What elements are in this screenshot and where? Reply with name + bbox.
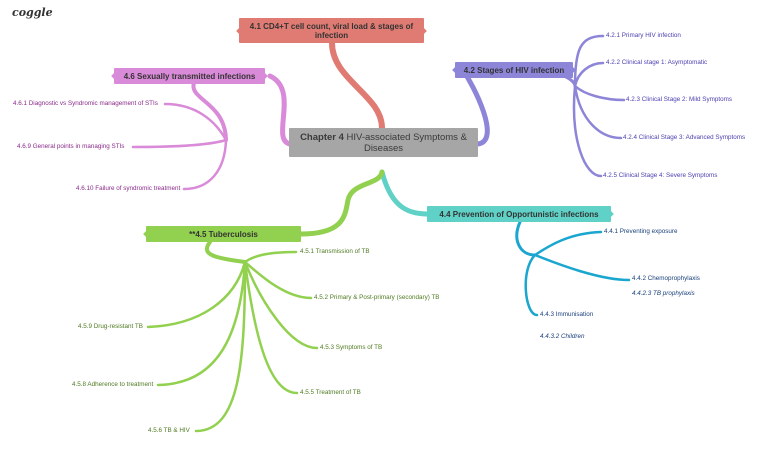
connector-4-5-6 [194,260,247,433]
branch-4-4-label: 4.4 Prevention of Opportunistic infectio… [439,209,599,219]
leaf-4-4-2-3[interactable]: 4.4.2.3 TB prophylaxis [632,290,695,297]
connector-4-5 [297,169,385,237]
central-title-bold: Chapter 4 [300,131,344,143]
branch-4-4[interactable]: 4.4 Prevention of Opportunistic infectio… [424,206,614,222]
central-title: Chapter 4 HIV-associated Symptoms & Dise… [289,132,478,154]
leaf-4-5-9[interactable]: 4.5.9 Drug-resistant TB [78,323,143,330]
connector-4-4-hub [515,220,537,257]
branch-4-5[interactable]: **4.5 Tuberculosis [143,226,304,242]
leaf-4-2-4[interactable]: 4.2.4 Clinical Stage 3: Advanced Symptom… [623,134,746,141]
leaf-4-4-3-2[interactable]: 4.4.3.2 Children [540,333,585,340]
connector-4-2-4 [573,84,623,140]
connector-4-5-hub [205,240,247,264]
connector-4-6-1 [163,102,228,142]
leaf-4-2-3[interactable]: 4.2.3 Clinical Stage 2: Mild Symptoms [626,96,733,103]
connector-4-6 [267,73,293,147]
central-title-rest: HIV-associated Symptoms & Diseases [343,131,467,154]
leaf-4-5-5[interactable]: 4.5.5 Treatment of TB [300,389,361,396]
branch-4-6-label: 4.6 Sexually transmitted infections [123,71,256,81]
connector-4-5-3 [243,260,319,350]
connector-4-6-hub [191,78,228,142]
connector-4-2-2 [573,61,605,88]
coggle-logo: coggle [12,6,53,19]
leaf-4-2-1[interactable]: 4.2.1 Primary HIV infection [606,32,681,39]
branch-4-5-label: **4.5 Tuberculosis [189,229,258,239]
connector-4-5-2 [243,260,313,300]
connector-4-4-2 [533,253,631,282]
branch-4-1[interactable]: 4.1 CD4+T cell count, viral load & stage… [236,18,427,43]
leaf-4-5-8[interactable]: 4.5.8 Adherence to treatment [72,381,154,388]
leaf-4-6-9[interactable]: 4.6.9 General points in managing STIs [17,143,125,150]
connector-4-2-1 [573,34,605,88]
central-node[interactable]: Chapter 4 HIV-associated Symptoms & Dise… [289,128,478,157]
leaf-4-5-3[interactable]: 4.5.3 Symptoms of TB [320,344,383,351]
leaf-4-5-1[interactable]: 4.5.1 Transmission of TB [300,248,370,255]
connector-4-5-5 [243,260,299,395]
connector-4-4 [379,169,433,217]
connector-4-5-9 [146,260,247,329]
leaf-4-6-1[interactable]: 4.6.1 Diagnostic vs Syndromic management… [13,100,158,107]
leaf-4-4-3[interactable]: 4.4.3 Immunisation [540,311,594,318]
branch-4-2-label: 4.2 Stages of HIV infection [463,65,565,75]
leaf-4-2-5[interactable]: 4.2.5 Clinical Stage 4: Severe Symptoms [603,172,718,179]
connector-4-5-8 [156,260,247,387]
connector-4-4-1 [533,230,603,257]
connector-4-6-10 [182,138,228,191]
branch-4-6[interactable]: 4.6 Sexually transmitted infections [111,68,268,84]
connector-4-4-3 [524,253,539,317]
leaf-4-4-2[interactable]: 4.4.2 Chemoprophylaxis [632,275,700,282]
connector-4-2-3 [573,84,626,102]
connector-4-1 [329,40,385,131]
leaf-4-4-1[interactable]: 4.4.1 Preventing exposure [604,228,678,235]
connector-4-2-5 [572,84,603,178]
branch-4-2[interactable]: 4.2 Stages of HIV infection [452,62,576,78]
branch-4-1-label: 4.1 CD4+T cell count, viral load & stage… [249,21,414,40]
leaf-4-5-6[interactable]: 4.5.6 TB & HIV [148,427,190,434]
connector-4-6-9 [131,138,228,149]
leaf-4-5-2[interactable]: 4.5.2 Primary & Post-primary (secondary)… [314,294,440,301]
leaf-4-6-10[interactable]: 4.6.10 Failure of syndromic treatment [76,185,181,192]
leaf-4-2-2[interactable]: 4.2.2 Clinical stage 1: Asymptomatic [606,59,708,66]
connector-4-5-1 [243,250,298,264]
